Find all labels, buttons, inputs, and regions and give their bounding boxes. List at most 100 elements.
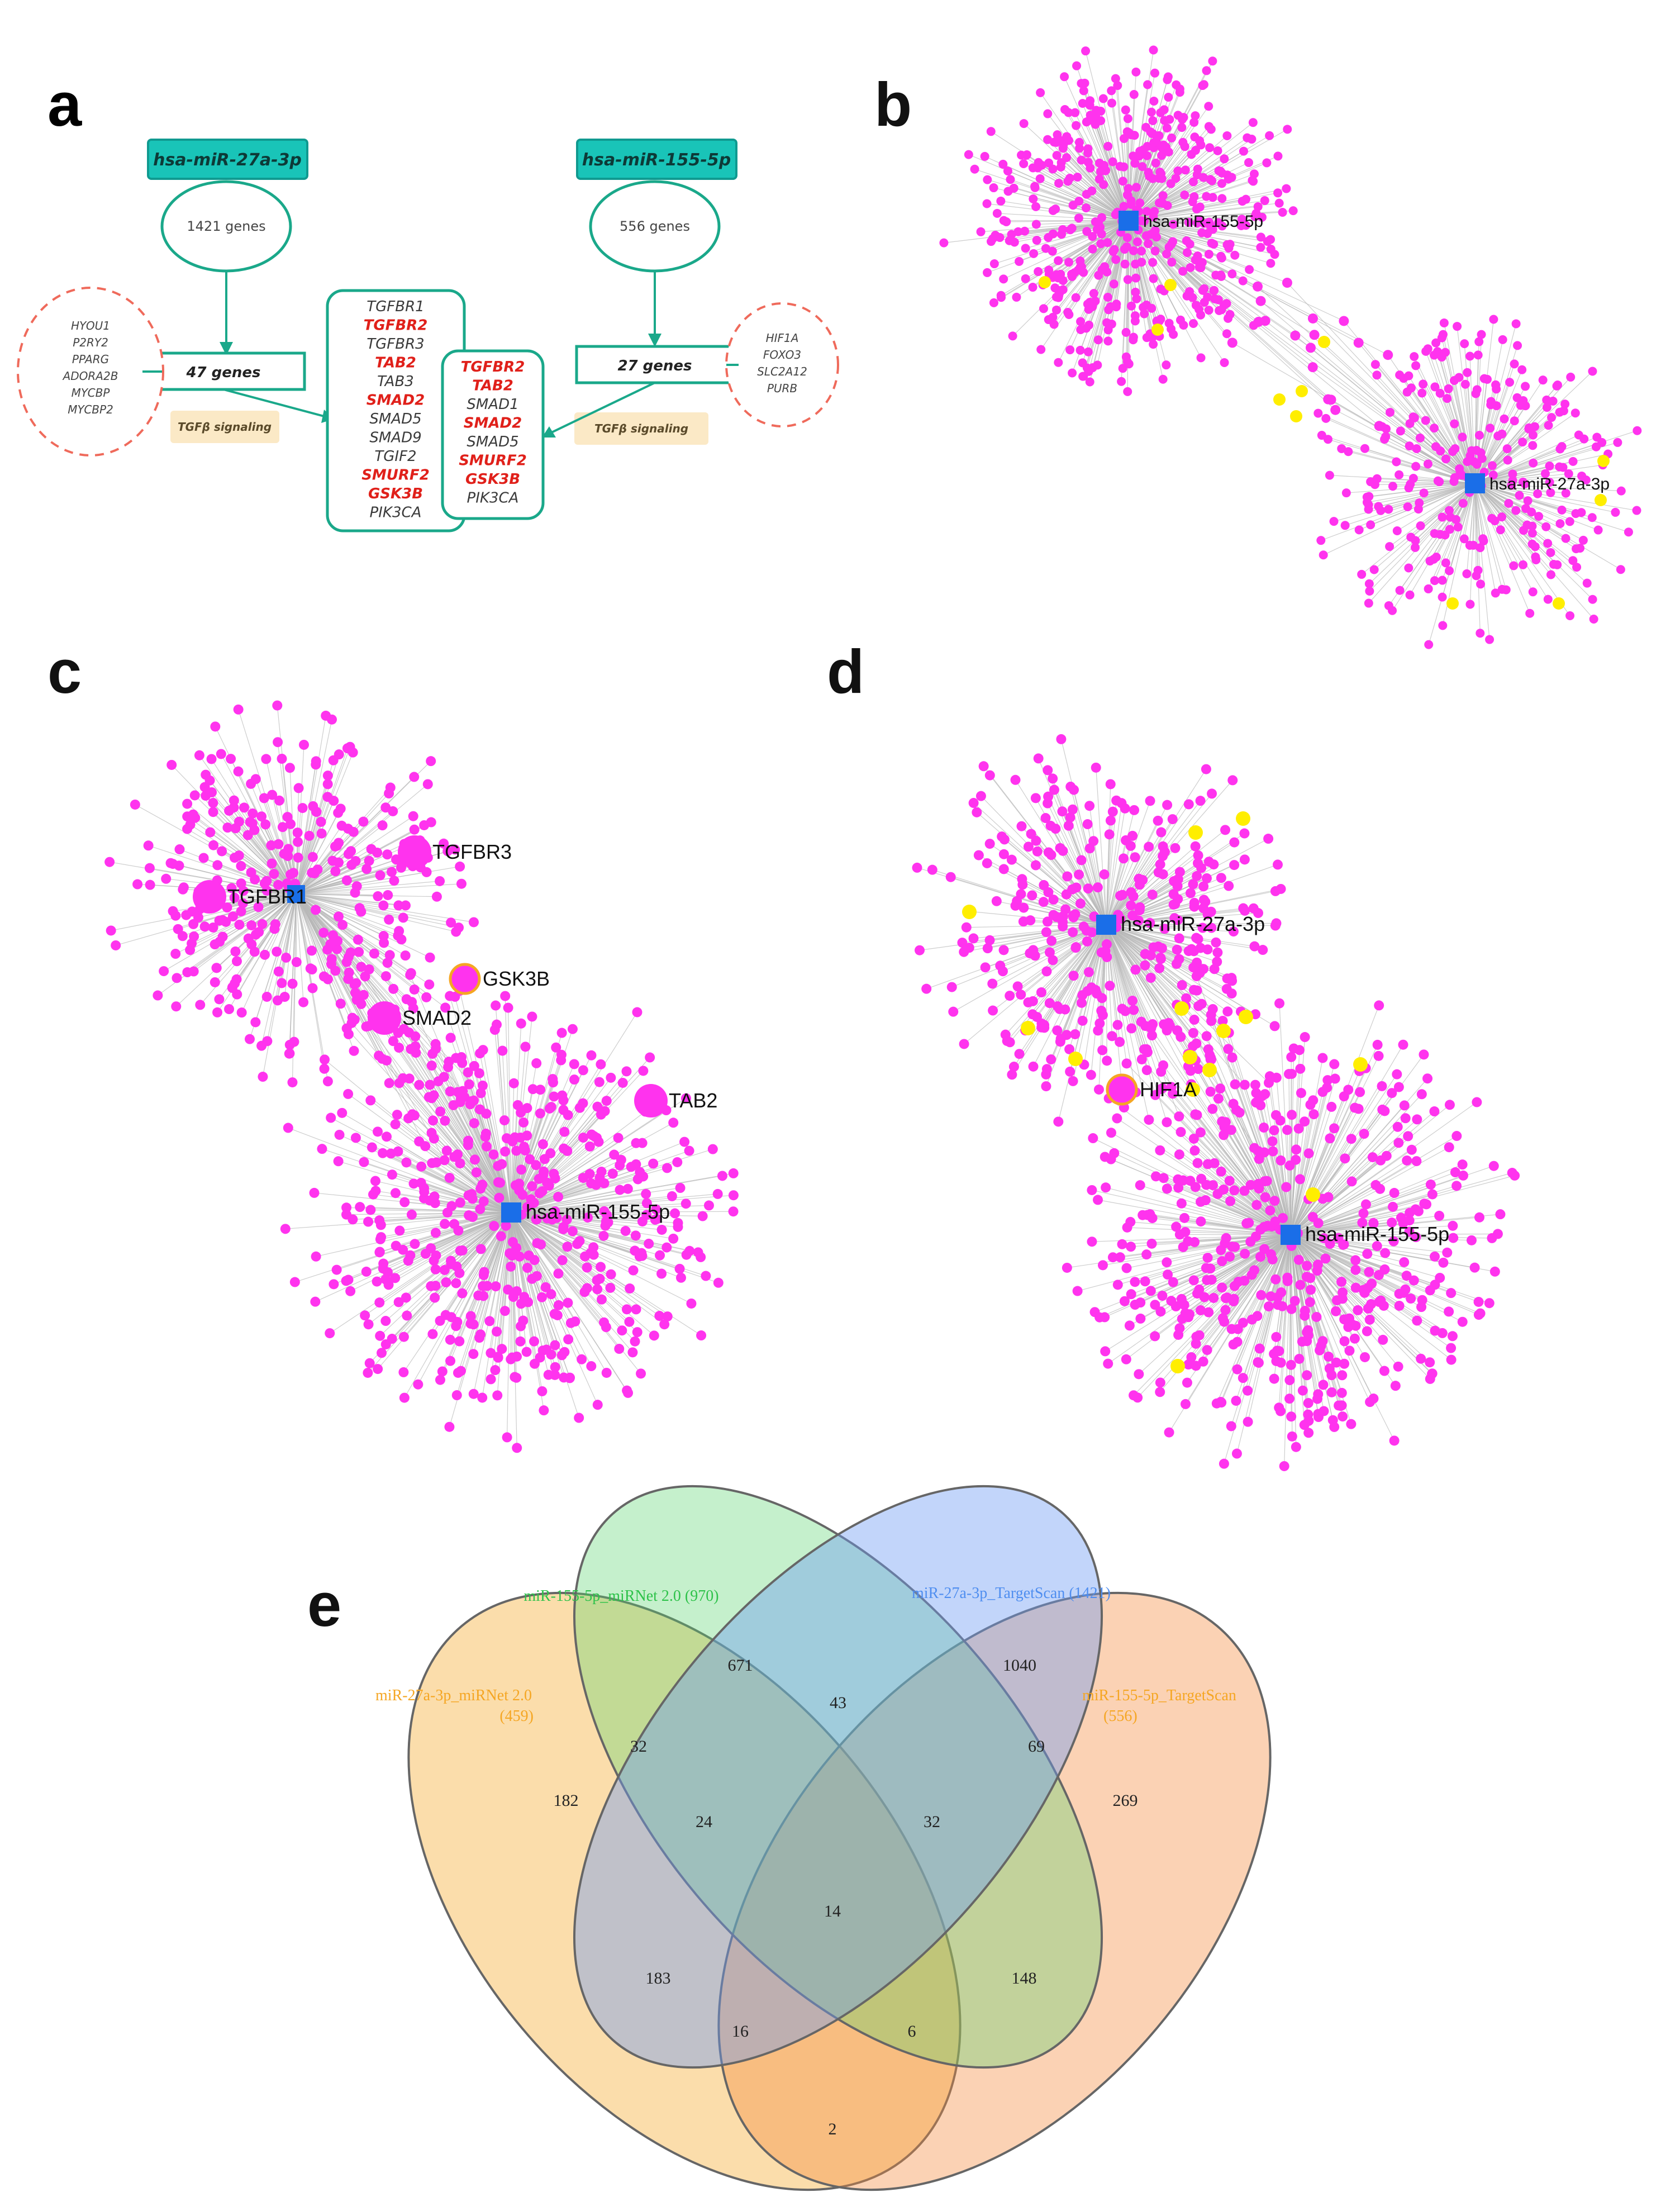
gene-node [310,1296,321,1307]
gene-node [1051,305,1061,315]
gene-node [1155,316,1164,326]
gene-node [529,1255,540,1266]
gene-node [1062,871,1073,882]
network-edge [368,1026,512,1213]
network-edge [1474,483,1621,492]
gene-node [194,750,204,760]
gene-node [332,936,343,947]
network-edge [1010,179,1129,221]
network-edge [440,1212,512,1321]
network-edge [296,893,387,977]
gene-node [621,1304,632,1315]
gene-node [680,1199,691,1209]
gene-node [986,127,996,136]
gene-node [1163,1017,1174,1028]
network-edge [993,187,1129,221]
gene-node [277,822,288,833]
gene-node [1078,921,1089,932]
gene-node [1302,1370,1312,1381]
gene-node [1469,540,1478,550]
gene-node [327,714,337,725]
gene-node [1036,345,1046,354]
network-edge [1290,1234,1430,1291]
gene-node [1129,246,1138,255]
gene-node [309,1187,320,1198]
gene-node [1167,814,1178,825]
gene-node [406,1209,417,1220]
gene-node [307,964,317,975]
gene-node [413,1379,423,1390]
gene-node [356,962,367,972]
gene-node [546,1102,556,1112]
gene-node [1007,1069,1017,1080]
gene-node [1439,318,1449,327]
gene-node [1434,1210,1445,1221]
gene-node [214,915,225,926]
network-edge [296,822,432,895]
network-edge [367,1212,512,1373]
gene-node [378,1148,388,1158]
network-edge [296,893,313,970]
gene-node [236,860,246,871]
gene-node [1062,132,1072,141]
gene-node [299,739,310,750]
network-edge [1149,1119,1291,1235]
gene-node [1083,347,1093,356]
gene-node [998,849,1009,859]
gene-node [1389,1188,1400,1199]
gene-node [1572,544,1581,554]
gene-node [1130,964,1141,975]
network-edge [987,220,1129,273]
gene-node [1057,806,1068,817]
gene-node [373,1126,383,1137]
gene-node [631,1138,641,1148]
gene-node [1060,904,1071,915]
gene-node [520,1042,531,1052]
network-edge [296,893,341,1004]
gene-node [1287,1431,1297,1442]
gene-node [227,911,238,922]
gene-node [400,900,411,911]
gene-node [1256,232,1265,242]
gene-node [1528,430,1538,440]
gene-node [1150,1171,1161,1182]
gene-node [1530,542,1540,551]
network-edge [1229,1033,1291,1235]
gene-node [1087,186,1097,196]
gene-list-item: TGFBR1 [367,298,424,315]
gene-node [1156,284,1165,294]
gene-node [429,1256,439,1266]
gene-node [1226,1324,1237,1334]
shared-gene-node [1446,597,1459,610]
gene-node [440,1002,451,1013]
gene-node [1279,1461,1289,1471]
gene-node [1046,1054,1056,1065]
gene-node [1487,513,1497,523]
gene-node [1359,1129,1369,1139]
gene-node [443,1062,454,1072]
gene-node [435,1106,446,1117]
gene-node [419,1183,430,1193]
gene-node [1068,927,1078,938]
gene-node [430,1228,441,1238]
gene-list-item: TAB2 [375,355,416,372]
gene-node [1430,576,1439,586]
gene-node [343,1088,354,1099]
gene-node [1109,279,1119,289]
gene-list-item: TGFBR2 [461,359,525,375]
gene-node [287,978,298,989]
gene-node [1405,590,1415,600]
gene-node [1119,853,1129,864]
gene-node [1502,444,1512,454]
gene-node [1131,259,1140,269]
gene-node [416,1161,427,1172]
gene-node [1205,143,1215,153]
gene-node [1463,368,1472,377]
gene-node [1241,194,1250,204]
gene-node [399,1197,410,1207]
gene-node [322,771,333,781]
gene-node [174,844,185,855]
